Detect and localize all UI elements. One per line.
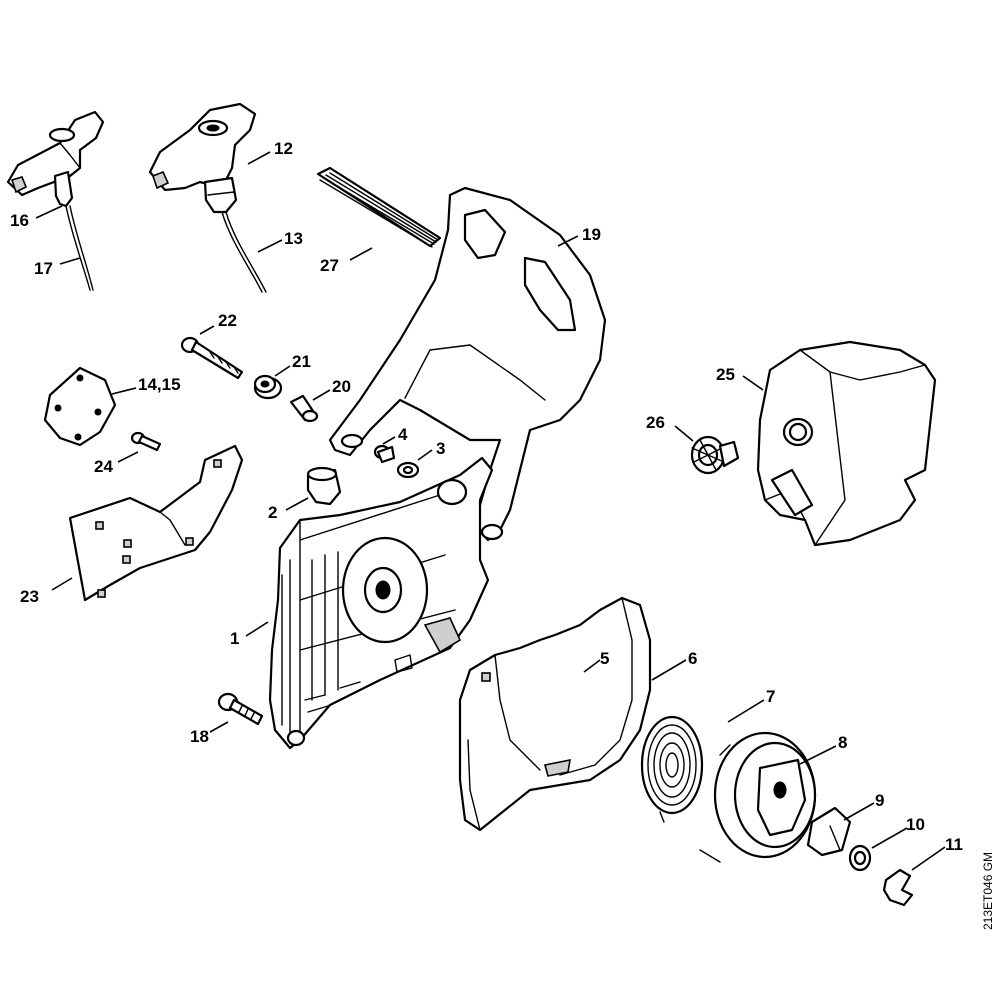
- cover-plate-23: [68, 444, 244, 602]
- starter-rope-13: [221, 211, 267, 293]
- label-25: 25: [716, 365, 735, 384]
- spring-clip-11: [882, 868, 914, 907]
- grommet-2: [306, 466, 342, 506]
- shroud-25: [756, 340, 937, 547]
- label-27: 27: [320, 256, 339, 275]
- disc-14-15: [43, 366, 117, 447]
- label-17: 17: [34, 259, 53, 278]
- label-19: 19: [582, 225, 601, 244]
- label-6: 6: [688, 649, 697, 668]
- starter-grip-12: [148, 102, 257, 214]
- screw-22: [180, 336, 244, 380]
- label-22: 22: [218, 311, 237, 330]
- label-16: 16: [10, 211, 29, 230]
- label-8: 8: [838, 733, 847, 752]
- rewind-spring-7: [640, 715, 704, 823]
- fan-housing-6: [458, 596, 652, 832]
- nut-26: [690, 435, 740, 475]
- label-13: 13: [284, 229, 303, 248]
- starter-rope-17: [65, 205, 94, 291]
- label-3: 3: [436, 439, 445, 458]
- annular-buffer-21: [253, 374, 283, 400]
- label-20: 20: [332, 377, 351, 396]
- label-12: 12: [274, 139, 293, 158]
- label-18: 18: [190, 727, 209, 746]
- sleeve-4: [373, 444, 396, 464]
- washer-3: [396, 461, 420, 479]
- label-2: 2: [268, 503, 277, 522]
- label-24: 24: [94, 457, 113, 476]
- label-4: 4: [398, 425, 408, 444]
- rope-rotor-8: [699, 731, 817, 863]
- label-1: 1: [230, 629, 239, 648]
- label-26: 26: [646, 413, 665, 432]
- screw-24: [130, 431, 162, 452]
- starter-grip-16: [6, 110, 105, 208]
- drawing-code: 213ET046 GM: [981, 852, 995, 930]
- label-5: 5: [600, 649, 609, 668]
- label-9: 9: [875, 791, 884, 810]
- filter-screen-27: [316, 166, 442, 248]
- sleeve-20: [289, 394, 319, 423]
- pawl-9: [806, 806, 852, 857]
- label-10: 10: [906, 815, 925, 834]
- label-11: 11: [945, 835, 963, 854]
- label-14-15: 14,15: [138, 375, 181, 394]
- label-7: 7: [766, 687, 775, 706]
- screw-18: [217, 692, 264, 726]
- washer-10: [848, 844, 872, 872]
- label-21: 21: [292, 352, 311, 371]
- callout-labels: 16 17 12 13 27 19 22 21 20 14,15 24 23 4…: [10, 139, 963, 854]
- leader-lines: [35, 151, 946, 871]
- label-23: 23: [20, 587, 39, 606]
- sprocket-cover-1: [268, 456, 494, 750]
